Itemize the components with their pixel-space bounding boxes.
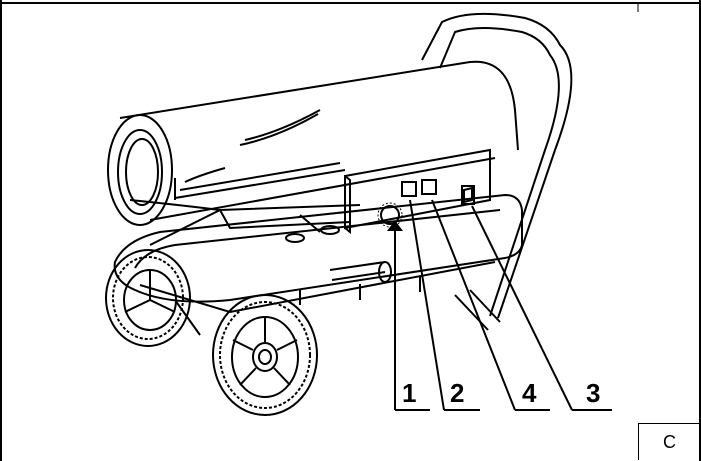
indicator-lamp-4 [421,179,437,195]
nozzle-ring [107,114,173,226]
power-switch [461,185,475,205]
corner-label: C [663,431,676,452]
callout-4-indicator-lamp: 4 [522,378,537,408]
thermostat-knob [377,202,403,228]
callout-2-indicator-lamp: 2 [450,378,465,408]
callout-1-thermostat-knob: 1 [402,378,417,408]
callout-3-power-switch: 3 [586,378,601,408]
control-panel [344,148,491,235]
corner-label-box: C [638,423,700,460]
indicator-lamp-2 [401,181,417,197]
tank-body [149,204,361,246]
front-wheel [212,294,318,416]
cylinder-body [119,60,519,221]
leader-lines [387,199,612,411]
handle [421,12,573,331]
rear-wheel [105,249,191,347]
